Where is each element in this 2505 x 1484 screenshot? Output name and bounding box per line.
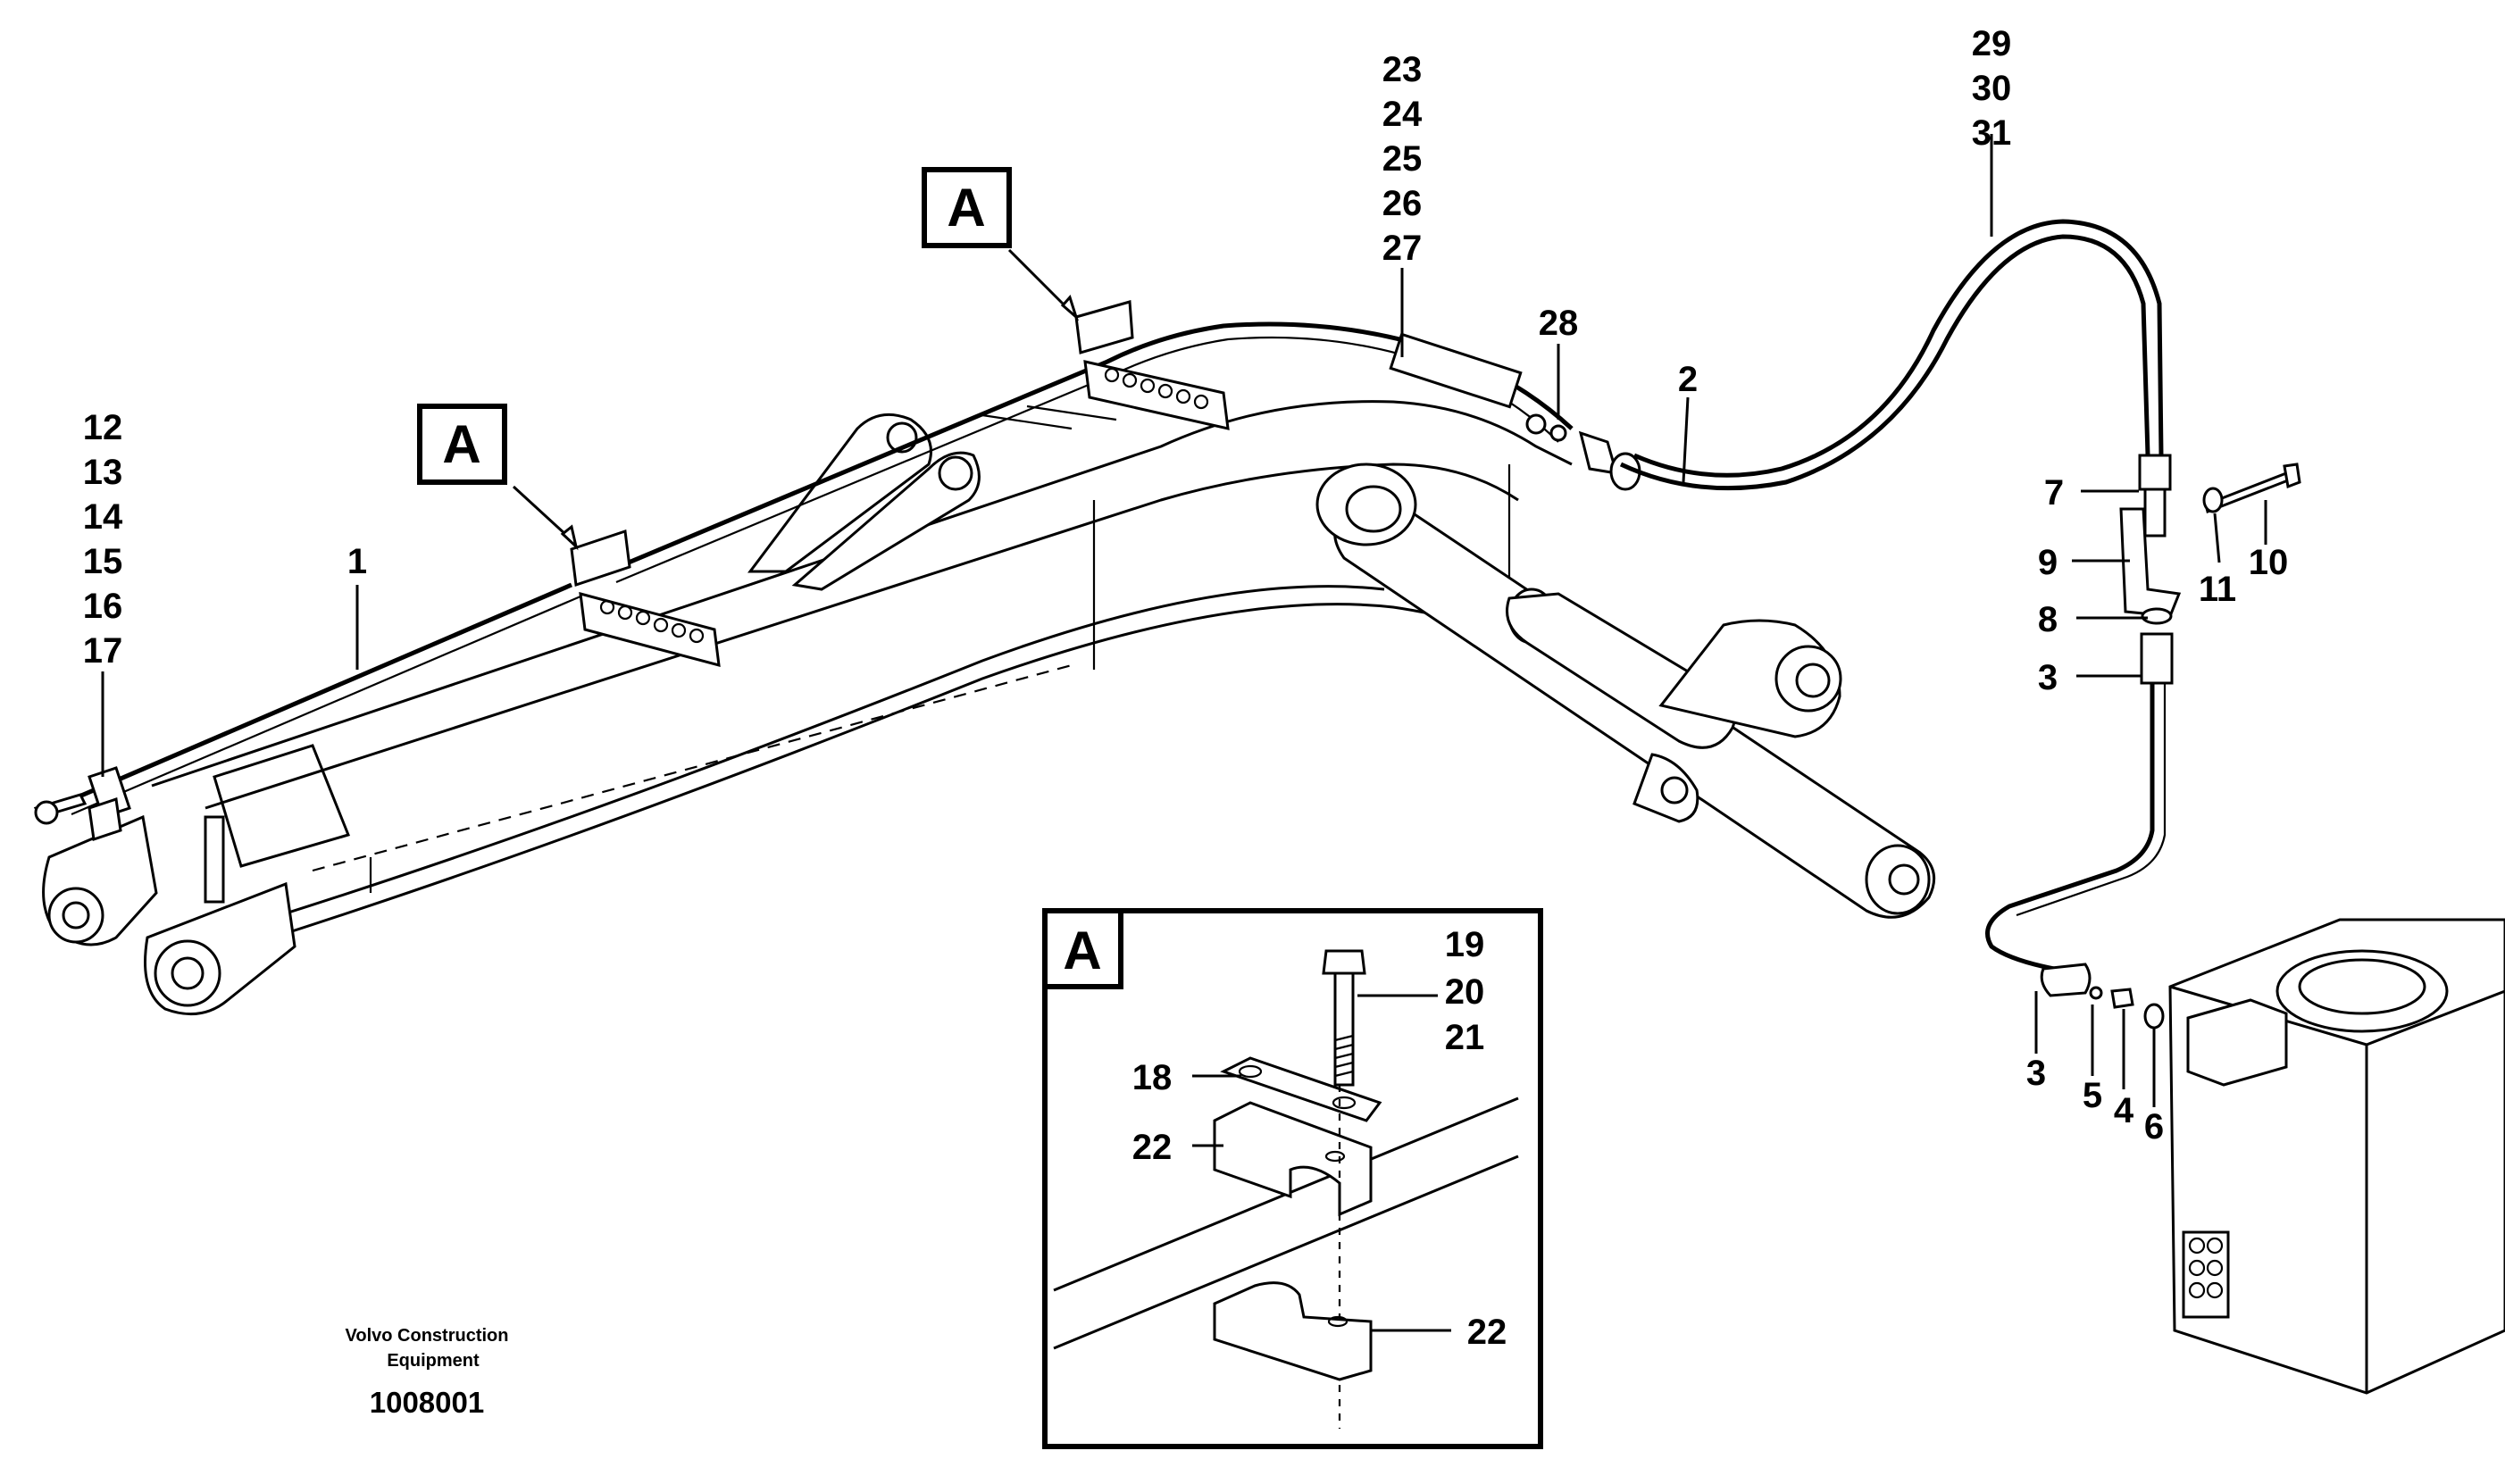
callout-labels: A A A 12 13 14 15 16 17 1 2 23 24 25 26 … bbox=[83, 24, 2289, 1419]
detail-view-a bbox=[1042, 908, 1543, 1449]
boom-arm bbox=[42, 400, 1936, 1016]
callout-26: 26 bbox=[1382, 184, 1423, 223]
detail-title-box bbox=[1042, 908, 1123, 989]
detail-view-title: A bbox=[1063, 921, 1101, 980]
company-name-line1: Volvo Construction bbox=[346, 1326, 509, 1346]
leader-lines bbox=[101, 134, 2267, 1107]
callout-9: 9 bbox=[2038, 543, 2058, 582]
callout-3-upper: 3 bbox=[2038, 658, 2058, 697]
callout-18: 18 bbox=[1132, 1058, 1173, 1097]
callout-2: 2 bbox=[1678, 360, 1698, 399]
callout-7: 7 bbox=[2044, 473, 2064, 513]
callout-24: 24 bbox=[1382, 95, 1423, 134]
callout-21: 21 bbox=[1445, 1018, 1485, 1057]
callout-17: 17 bbox=[83, 631, 123, 671]
callout-15: 15 bbox=[83, 542, 123, 581]
callout-13: 13 bbox=[83, 453, 123, 492]
callout-12: 12 bbox=[83, 408, 123, 447]
callout-23: 23 bbox=[1382, 50, 1423, 89]
view-a-marker-box-1 bbox=[417, 404, 507, 485]
hydraulic-tank bbox=[2168, 918, 2505, 1395]
callout-1: 1 bbox=[347, 542, 367, 581]
callout-22-lower: 22 bbox=[1467, 1313, 1507, 1352]
callout-22-upper: 22 bbox=[1132, 1128, 1173, 1167]
callout-20: 20 bbox=[1445, 972, 1485, 1012]
callout-28: 28 bbox=[1539, 304, 1579, 343]
callout-3-lower: 3 bbox=[2026, 1054, 2046, 1093]
hydraulic-pipes bbox=[62, 219, 2301, 1030]
callout-10: 10 bbox=[2249, 543, 2289, 582]
callout-8: 8 bbox=[2038, 600, 2058, 639]
view-a-marker-1: A bbox=[442, 414, 480, 474]
view-a-marker-box-2 bbox=[922, 167, 1012, 248]
pipe-clamps bbox=[33, 300, 1230, 841]
callout-30: 30 bbox=[1972, 69, 2012, 108]
callout-6: 6 bbox=[2144, 1107, 2164, 1146]
callout-11: 11 bbox=[2199, 570, 2236, 609]
drawing-number: 1008001 bbox=[370, 1386, 484, 1419]
callout-14: 14 bbox=[83, 497, 123, 537]
view-a-marker-2: A bbox=[947, 178, 985, 238]
callout-27: 27 bbox=[1382, 229, 1423, 268]
callout-31: 31 bbox=[1972, 113, 2012, 153]
callout-16: 16 bbox=[83, 587, 123, 626]
company-name-line2: Equipment bbox=[387, 1351, 480, 1371]
callout-19: 19 bbox=[1445, 925, 1485, 964]
callout-29: 29 bbox=[1972, 24, 2012, 63]
callout-5: 5 bbox=[2083, 1076, 2102, 1115]
callout-4: 4 bbox=[2114, 1091, 2134, 1130]
callout-25: 25 bbox=[1382, 139, 1423, 179]
